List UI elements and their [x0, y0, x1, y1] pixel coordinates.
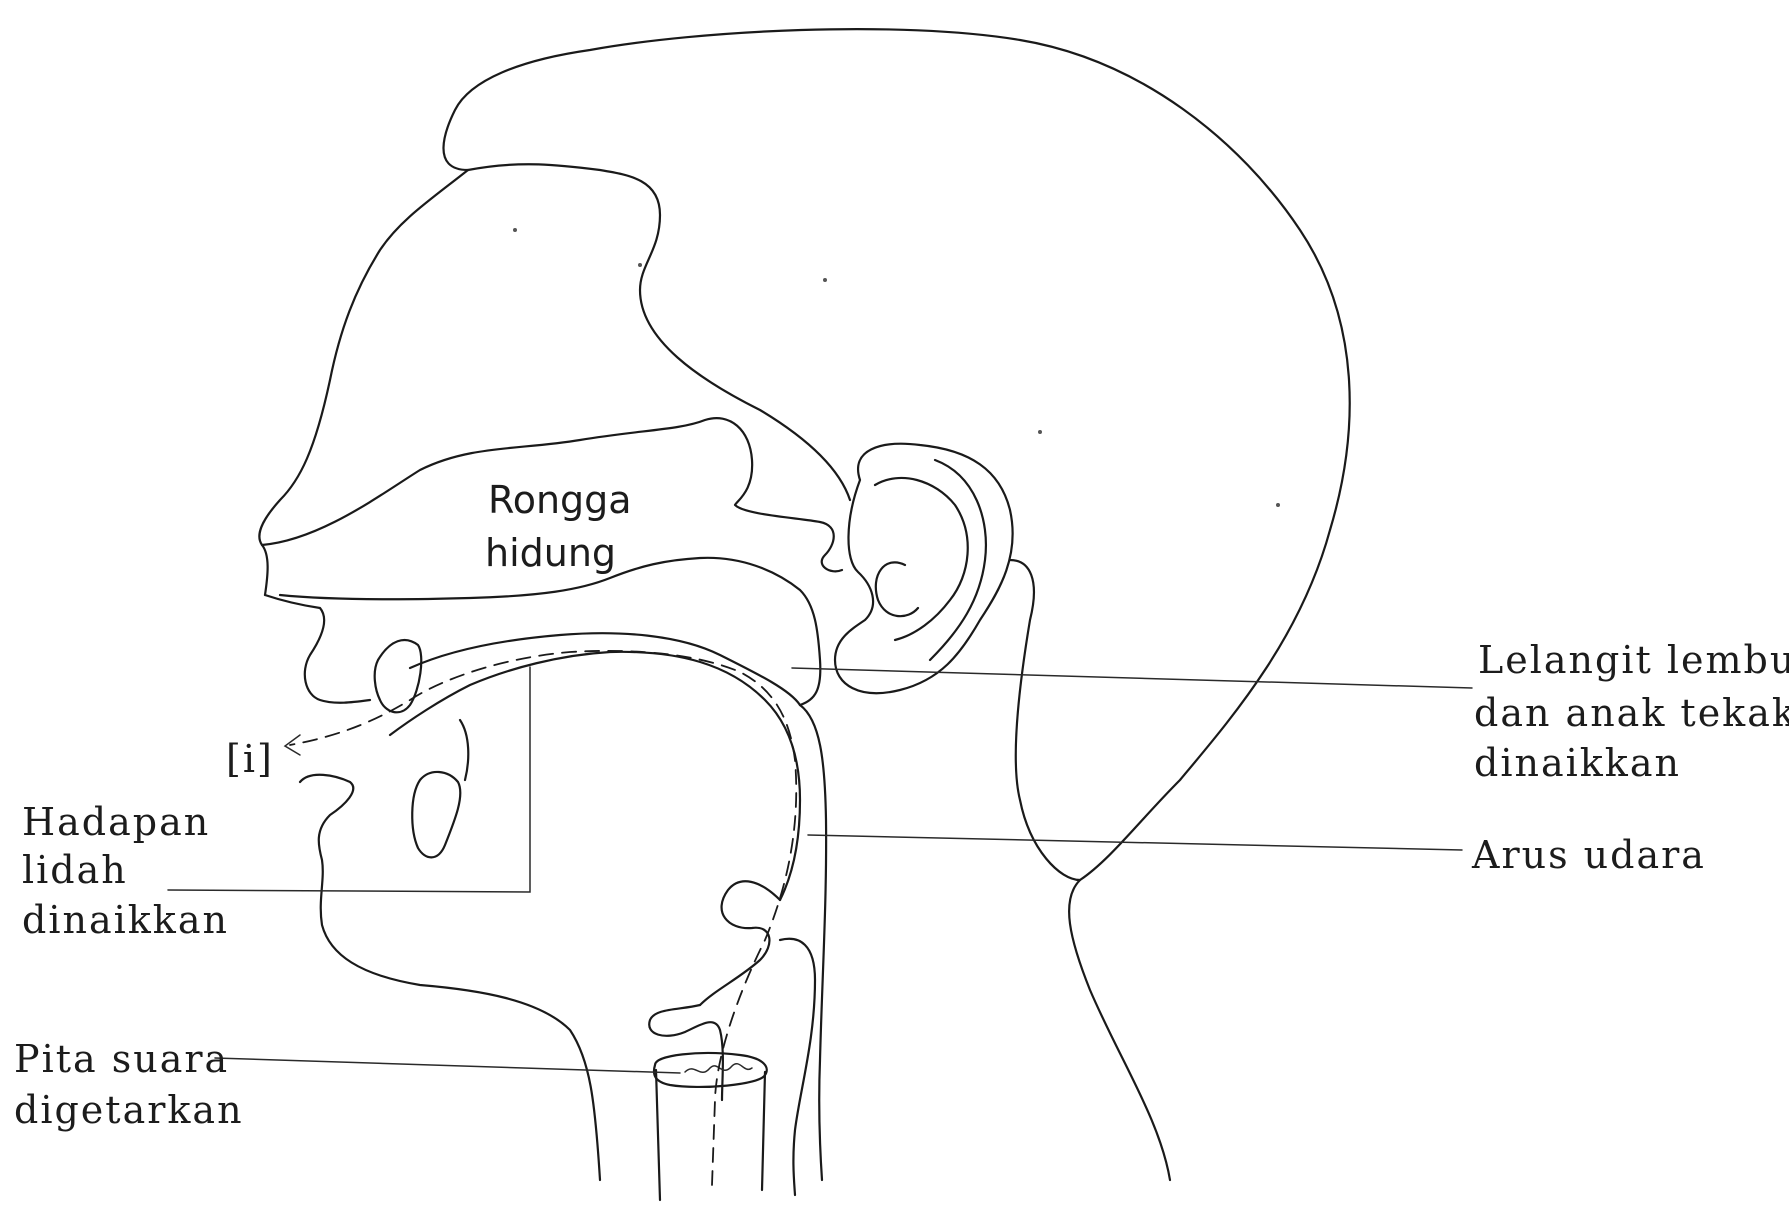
label-soft-palate-line1: Lelangit lembut	[1478, 638, 1789, 682]
label-front-tongue-line3: dinaikkan	[22, 898, 229, 942]
label-vocal-cords-line1: Pita suara	[14, 1037, 229, 1081]
skull-base	[468, 164, 850, 500]
label-sound-i: [i]	[226, 737, 274, 781]
forehead-outline	[259, 170, 468, 595]
chin-outline	[300, 775, 600, 1180]
hard-palate	[410, 633, 800, 705]
trachea-right	[762, 1072, 765, 1190]
head-outline	[443, 29, 1349, 1180]
leader-front-tongue	[168, 667, 530, 892]
label-nasal-cavity-line1: Rongga	[488, 478, 632, 522]
ear-back	[1010, 560, 1080, 880]
label-soft-palate-line2: dan anak tekak	[1474, 691, 1789, 735]
label-soft-palate-line3: dinaikkan	[1474, 741, 1681, 785]
leader-airflow	[808, 835, 1462, 850]
tongue-root	[460, 720, 468, 780]
larynx-tube	[780, 939, 815, 1195]
pharynx-wall	[800, 705, 826, 1180]
label-nasal-cavity-line2: hidung	[485, 531, 616, 575]
ear-inner-fold	[875, 478, 968, 640]
ear-lobe-curl	[876, 562, 918, 616]
airflow-path	[290, 651, 796, 1185]
trachea-left	[656, 1070, 660, 1200]
nasal-floor	[280, 558, 820, 705]
upper-teeth	[375, 640, 422, 712]
label-vocal-cords-line2: digetarkan	[14, 1088, 244, 1132]
label-front-tongue-line1: Hadapan	[22, 800, 210, 844]
leader-vocal-cords	[215, 1058, 680, 1073]
trachea	[654, 1053, 767, 1087]
face-profile	[265, 595, 370, 703]
lower-teeth	[412, 772, 460, 857]
leader-soft-palate	[792, 668, 1472, 688]
epiglottis	[700, 881, 780, 1005]
label-airflow: Arus udara	[1471, 833, 1706, 877]
label-front-tongue-line2: lidah	[22, 848, 128, 892]
